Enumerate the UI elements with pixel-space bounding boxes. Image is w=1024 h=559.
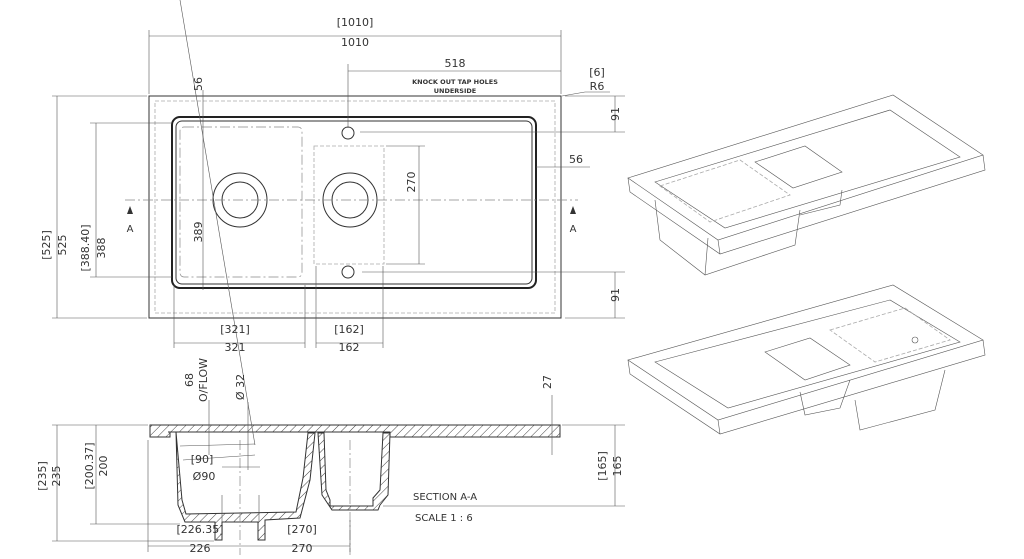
small-w-ref-label: [162] xyxy=(334,323,364,336)
rim xyxy=(171,116,537,289)
bowl-inner-label: 389 xyxy=(192,222,205,243)
small-w-label: 162 xyxy=(339,341,360,354)
section-mark-right: A xyxy=(570,224,577,235)
height-ref-label: [235] xyxy=(36,461,49,491)
section-mark-left: A xyxy=(127,224,134,235)
rim-top-label: 56 xyxy=(192,77,205,91)
sink-outline xyxy=(148,95,562,319)
tap-hole-bottom xyxy=(341,265,355,279)
small-bowl-len-label: 270 xyxy=(405,172,418,193)
height-label: 235 xyxy=(50,466,63,487)
depth-label: 525 xyxy=(56,235,69,256)
section-title: SECTION A-A xyxy=(413,492,477,503)
waste-left xyxy=(212,172,268,228)
iso-view-bottom xyxy=(627,284,986,435)
overflow-num-label: 68 xyxy=(183,373,196,387)
waste-label: Ø90 xyxy=(193,470,216,483)
bowl-depth-ref-label: [200.37] xyxy=(83,442,96,489)
bowl-len-ref-label: [388.40] xyxy=(79,224,92,271)
bowl-spacing-label: 270 xyxy=(292,542,313,555)
width-label: 1010 xyxy=(341,36,369,49)
waste-offset-label: 226 xyxy=(190,542,211,555)
tap-hole-top xyxy=(341,126,355,140)
bowl-depth-label: 200 xyxy=(97,456,110,477)
iso-view-top xyxy=(627,94,986,276)
small-bowl xyxy=(313,145,385,265)
section-view: 68 O/FLOW Ø 32 27 [235] 235 [200.37] 200… xyxy=(36,0,625,555)
radius-label: R6 xyxy=(590,80,605,93)
depth-ref-label: [525] xyxy=(40,230,53,260)
rim-right-label: 56 xyxy=(569,153,583,166)
bowl-w-ref-label: [321] xyxy=(220,323,250,336)
note-line-1: KNOCK OUT TAP HOLES xyxy=(412,78,498,86)
radius-ref-label: [6] xyxy=(589,66,605,79)
section-scale: SCALE 1 : 6 xyxy=(415,513,473,524)
width-ref-label: [1010] xyxy=(337,16,374,29)
bowl-spacing-ref-label: [270] xyxy=(287,523,317,536)
main-bowl xyxy=(179,126,303,278)
overflow-label: O/FLOW xyxy=(197,358,210,402)
waste-ref-label: [90] xyxy=(191,453,214,466)
plan-view: [1010] 1010 518 KNOCK OUT TAP HOLES UNDE… xyxy=(40,16,625,354)
tap-bottom-label: 91 xyxy=(609,288,622,302)
small-depth-label: 165 xyxy=(611,456,624,477)
bowl-w-label: 321 xyxy=(225,341,246,354)
small-depth-ref-label: [165] xyxy=(596,451,609,481)
tap-offset-label: 518 xyxy=(445,57,466,70)
bowl-len-label: 388 xyxy=(95,238,108,259)
waste-offset-ref-label: [226.35] xyxy=(176,523,223,536)
tap-top-label: 91 xyxy=(609,107,622,121)
note-line-2: UNDERSIDE xyxy=(434,87,477,95)
thickness-label: 27 xyxy=(541,375,554,389)
waste-small-dia-label: Ø 32 xyxy=(234,374,247,400)
